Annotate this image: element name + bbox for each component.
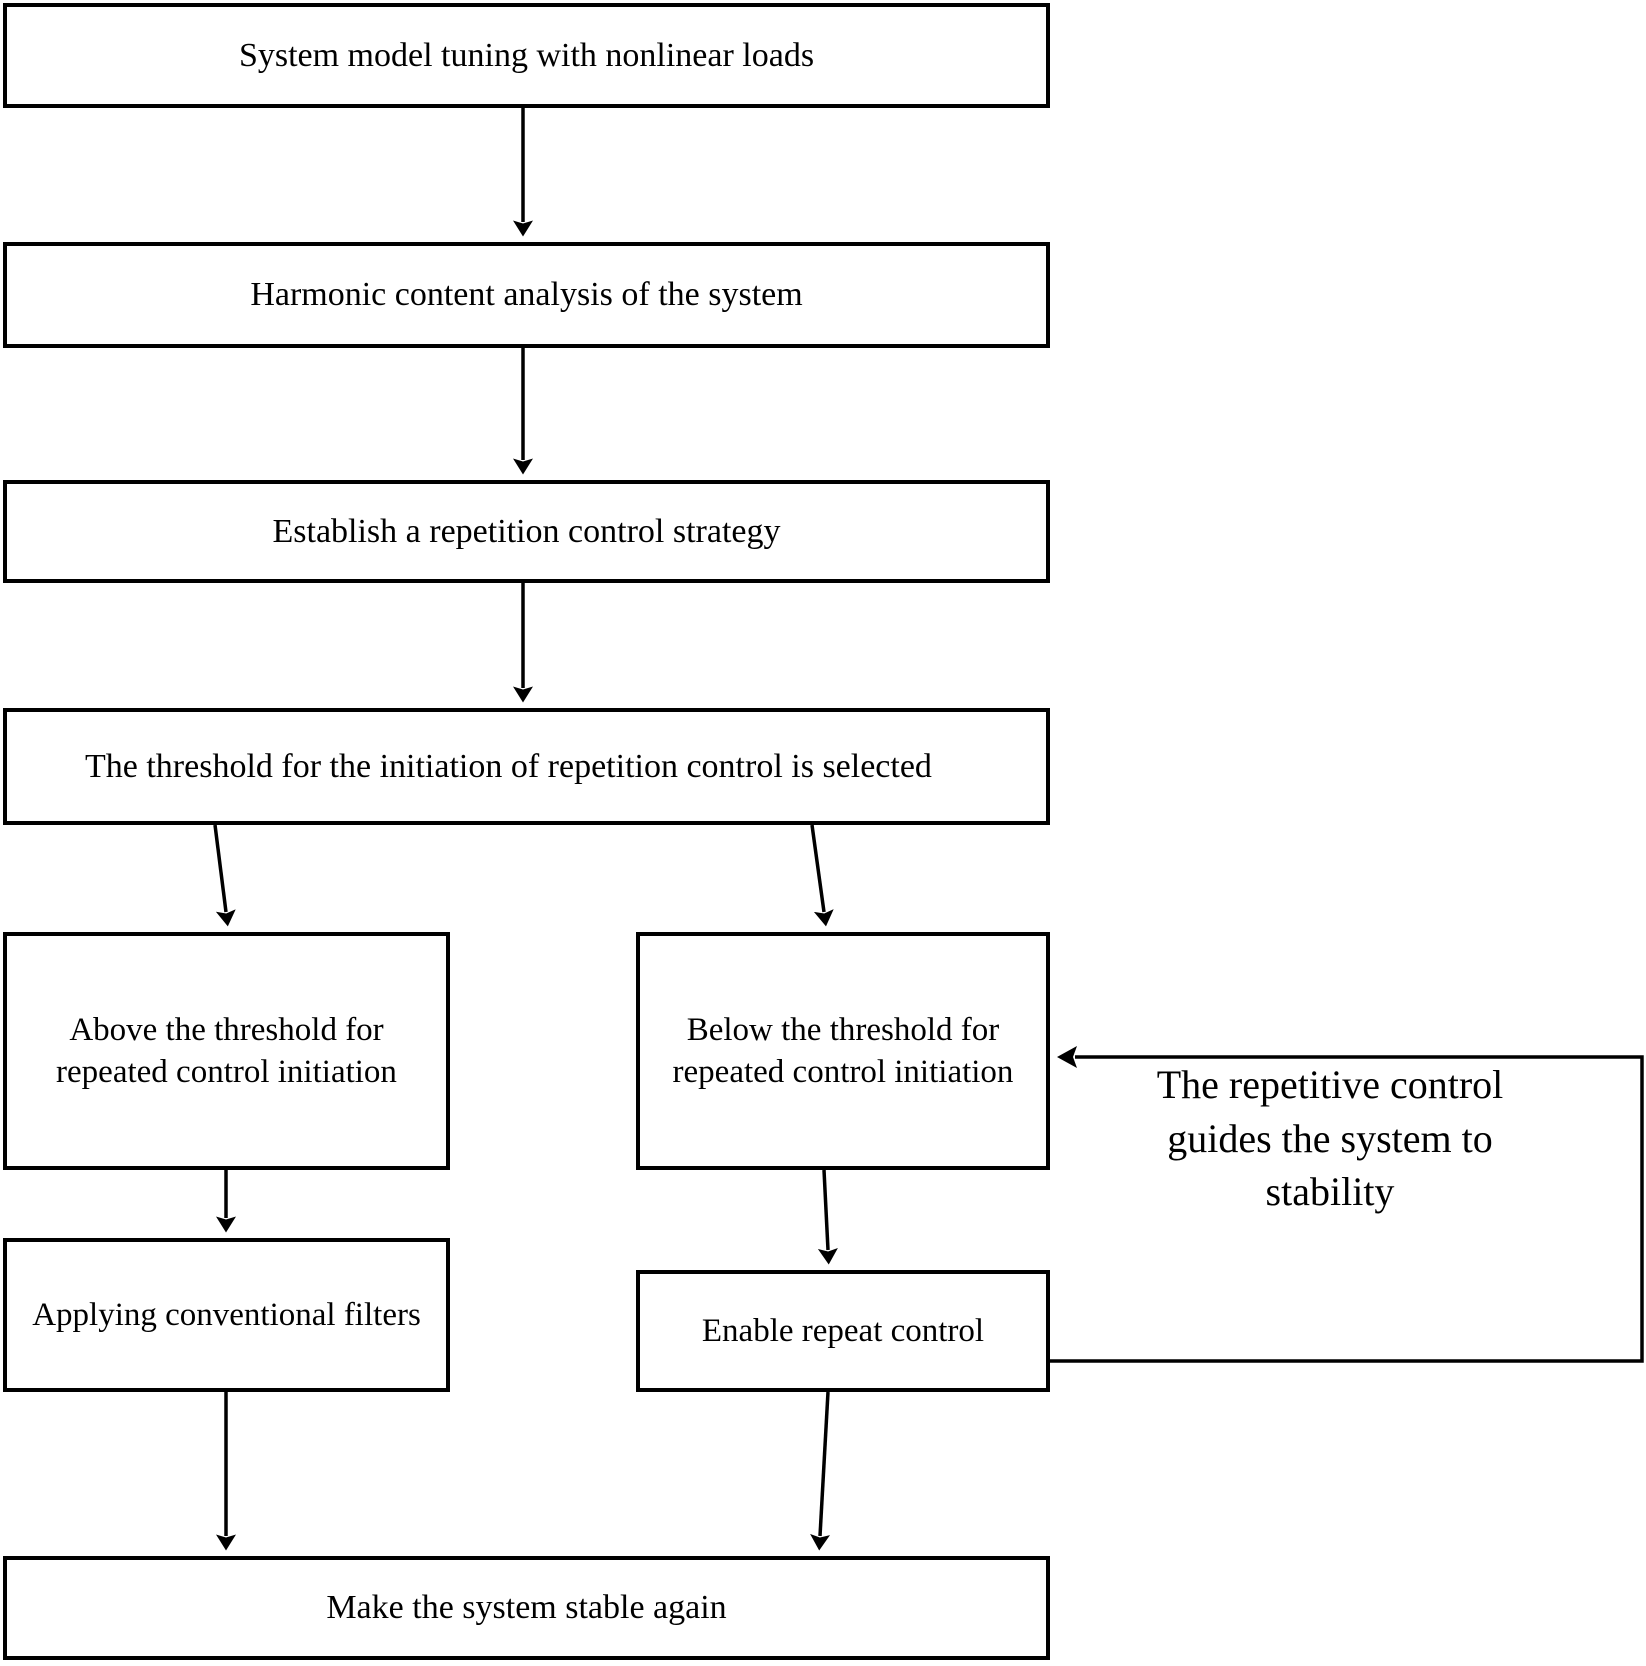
node-system-model-tuning[interactable]: System model tuning with nonlinear loads	[3, 3, 1050, 108]
node-applying-conventional-filters[interactable]: Applying conventional filters	[3, 1238, 450, 1392]
node-label: Above the threshold for repeated control…	[56, 1011, 397, 1090]
node-label: System model tuning with nonlinear loads	[238, 36, 815, 74]
node-label: Enable repeat control	[701, 1312, 985, 1349]
feedback-loop-caption: The repetitive control guides the system…	[1156, 1062, 1504, 1215]
node-label: Applying conventional filters	[32, 1296, 421, 1333]
node-label: Below the threshold for repeated control…	[672, 1011, 1014, 1090]
edge-threshold-below	[810, 824, 834, 927]
node-label: Make the system stable again	[326, 1589, 727, 1627]
node-threshold-selected[interactable]: The threshold for the initiation of repe…	[3, 708, 1050, 825]
node-label: Harmonic content analysis of the system	[250, 276, 803, 314]
node-label: Establish a repetition control strategy	[272, 512, 781, 550]
edge-threshold-above	[213, 824, 236, 927]
edge-below-enable	[817, 1169, 838, 1265]
node-make-system-stable-again[interactable]: Make the system stable again	[3, 1556, 1050, 1660]
node-enable-repeat-control[interactable]: Enable repeat control	[636, 1270, 1050, 1392]
node-above-threshold[interactable]: Above the threshold for repeated control…	[3, 932, 450, 1170]
node-below-threshold[interactable]: Below the threshold for repeated control…	[636, 932, 1050, 1170]
node-establish-repetition-control-strategy[interactable]: Establish a repetition control strategy	[3, 480, 1050, 583]
edge-enable-stable	[810, 1391, 831, 1551]
node-label: The threshold for the initiation of repe…	[85, 747, 932, 785]
node-harmonic-content-analysis[interactable]: Harmonic content analysis of the system	[3, 242, 1050, 348]
